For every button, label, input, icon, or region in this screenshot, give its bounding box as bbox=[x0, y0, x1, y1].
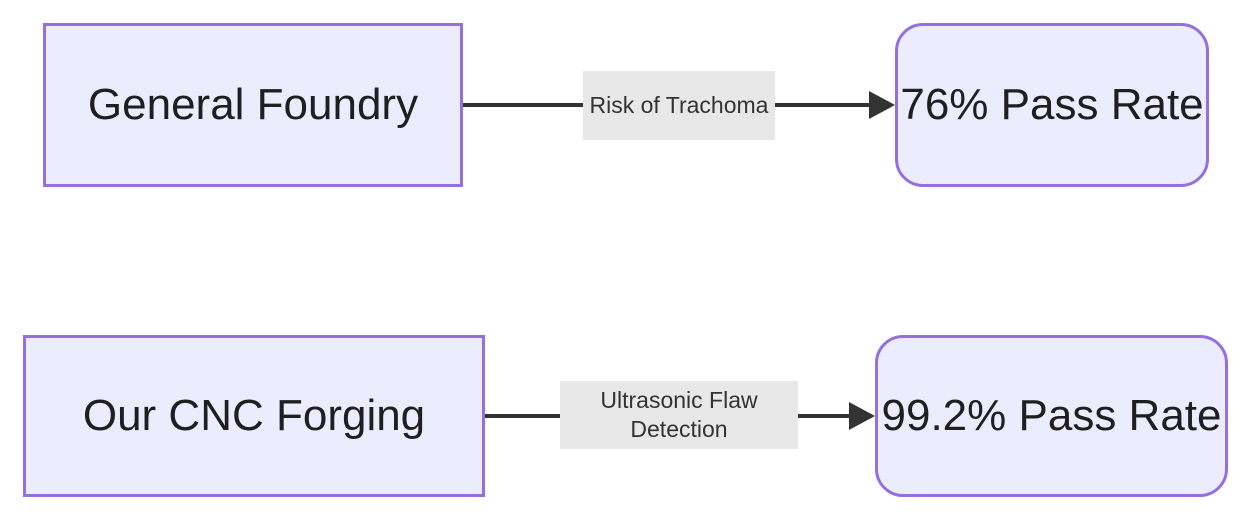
node-label: 76% Pass Rate bbox=[900, 80, 1204, 129]
node-label: 99.2% Pass Rate bbox=[881, 391, 1222, 440]
edge-label-risk-of-trachoma: Risk of Trachoma bbox=[583, 71, 775, 140]
source-node-our-cnc-forging: Our CNC Forging bbox=[23, 335, 485, 497]
arrowhead-icon bbox=[849, 402, 875, 430]
node-label: General Foundry bbox=[87, 80, 419, 129]
edge-label-line: Detection bbox=[630, 416, 728, 442]
edge-label-line: Risk of Trachoma bbox=[589, 92, 769, 118]
arrowhead-icon bbox=[869, 91, 895, 119]
target-node-76-pass-rate: 76% Pass Rate bbox=[895, 23, 1209, 187]
edge-label-line: Ultrasonic Flaw bbox=[600, 387, 758, 413]
target-node-99-2-pass-rate: 99.2% Pass Rate bbox=[875, 335, 1228, 497]
edge-label-ultrasonic-flaw-detection: Ultrasonic Flaw Detection bbox=[560, 381, 798, 449]
source-node-general-foundry: General Foundry bbox=[43, 23, 463, 187]
node-label: Our CNC Forging bbox=[82, 391, 426, 440]
